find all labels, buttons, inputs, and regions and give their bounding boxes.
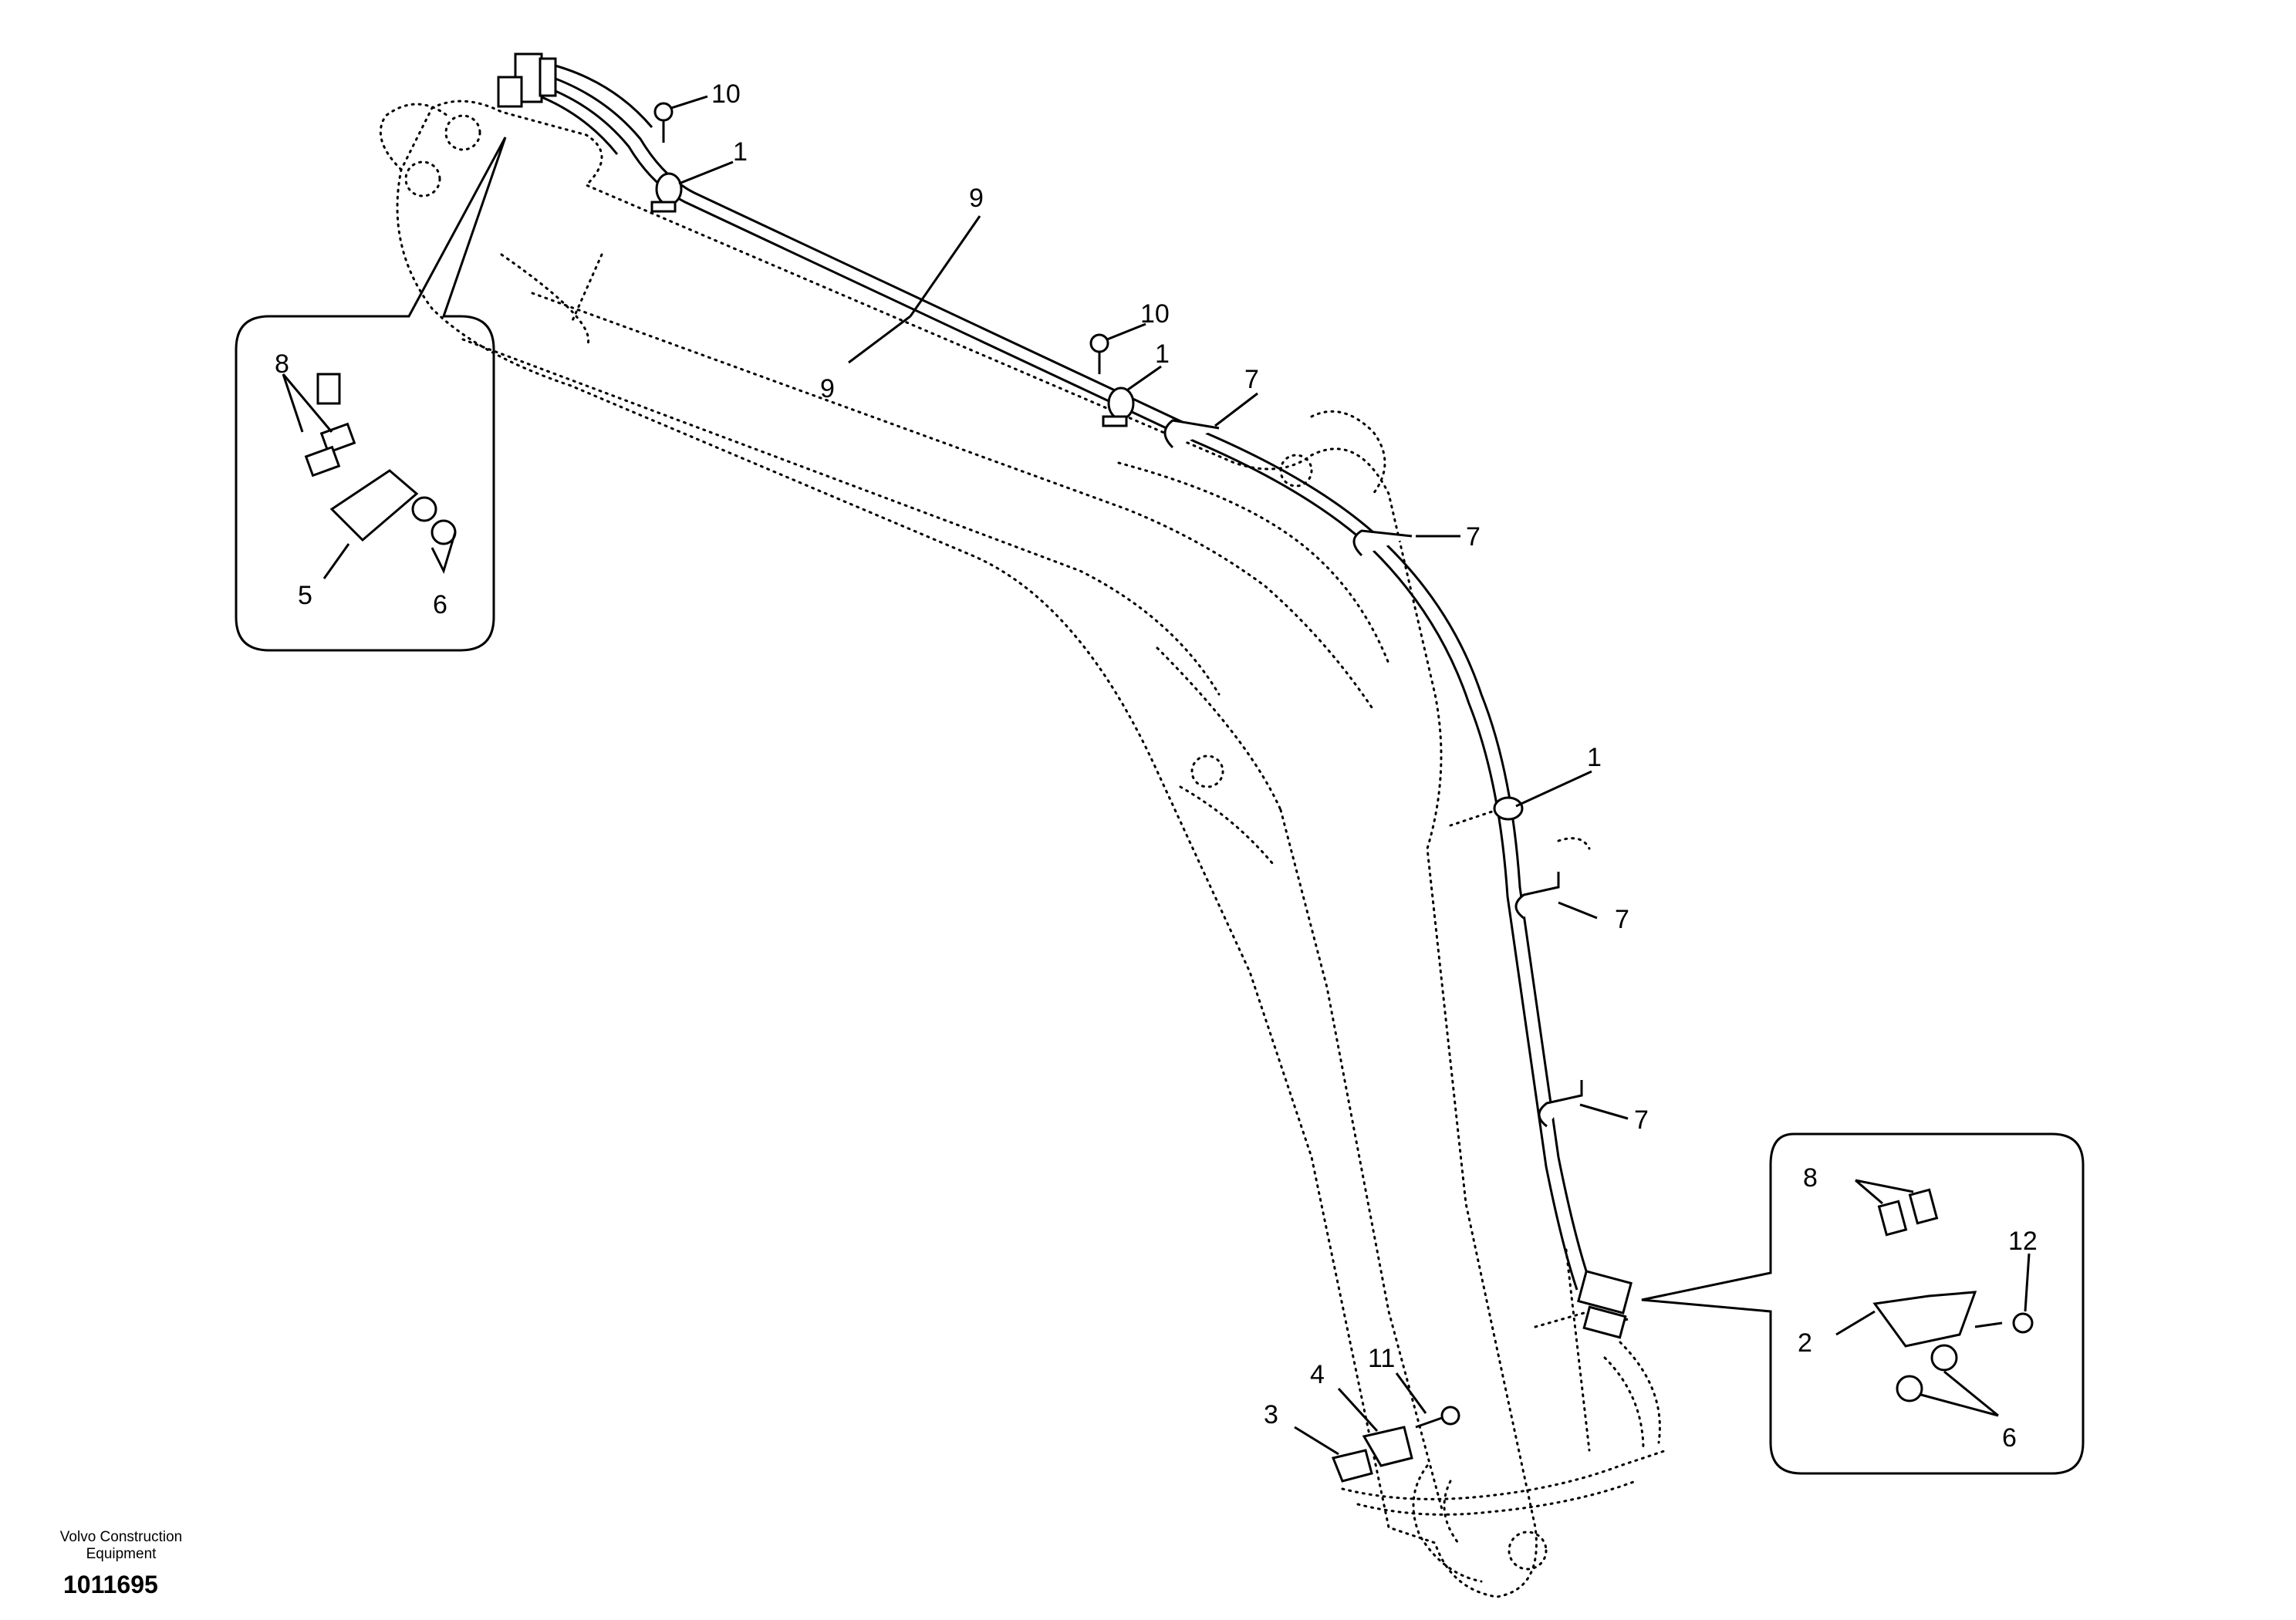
cap-screw-dotted xyxy=(316,373,341,405)
detail-right-callout-12: 12 xyxy=(2008,1227,2038,1256)
hose-clip-7-c xyxy=(1514,872,1560,920)
hose-clamp-1-middle xyxy=(1102,386,1135,427)
detail-right-callout-8: 8 xyxy=(1803,1163,1818,1193)
callout-10-top: 10 xyxy=(711,79,741,109)
callout-7-b: 7 xyxy=(1466,522,1481,552)
callout-11: 11 xyxy=(1368,1344,1395,1373)
drawing-number: 1011695 xyxy=(63,1571,158,1598)
hose-fittings-top xyxy=(497,52,557,108)
callout-labels: 10 1 9 9 10 1 7 7 1 7 7 8 5 6 8 12 2 6 1… xyxy=(275,79,2038,1453)
callout-10-middle: 10 xyxy=(1140,299,1170,329)
bolt-11 xyxy=(1415,1406,1460,1429)
publisher-label: Volvo Construction Equipment xyxy=(59,1529,183,1562)
bolt-10-top xyxy=(653,102,674,143)
boom-outline xyxy=(379,100,1668,1598)
hose-fittings-bottom xyxy=(1577,1270,1633,1339)
hose-clip-7-a xyxy=(1163,419,1220,449)
hydraulic-hose-assembly xyxy=(539,60,1629,1328)
hose-clamp-1-top xyxy=(650,172,683,213)
detail-right-callout-2: 2 xyxy=(1798,1328,1812,1358)
callout-7-a: 7 xyxy=(1244,365,1259,394)
callout-3: 3 xyxy=(1264,1400,1278,1429)
hose-clip-7-b xyxy=(1352,529,1413,557)
bracket-4 xyxy=(1362,1426,1413,1467)
callout-9-lower: 9 xyxy=(820,374,835,403)
detail-left-callout-8: 8 xyxy=(275,349,289,379)
hose-clip-7-d xyxy=(1538,1080,1583,1128)
callout-1-top: 1 xyxy=(733,137,748,167)
callout-7-d: 7 xyxy=(1634,1105,1649,1135)
detail-view-right xyxy=(1641,1132,2085,1475)
callout-4: 4 xyxy=(1310,1360,1325,1389)
detail-right-callout-6: 6 xyxy=(2002,1423,2017,1453)
callout-9-upper: 9 xyxy=(969,184,984,213)
callout-1-lower: 1 xyxy=(1587,743,1602,772)
leader-lines xyxy=(670,95,1629,1456)
detail-view-left xyxy=(235,137,507,652)
callout-7-c: 7 xyxy=(1615,905,1629,934)
bracket-2 xyxy=(1872,1291,1977,1348)
bolt-12 xyxy=(2012,1312,2034,1334)
callout-1-middle: 1 xyxy=(1155,339,1170,369)
bracket-5 xyxy=(329,469,419,542)
detail-left-callout-5: 5 xyxy=(298,581,312,610)
hose-clamp-1-lower xyxy=(1493,796,1524,821)
clamp-3 xyxy=(1331,1449,1373,1483)
detail-left-callout-6: 6 xyxy=(433,590,447,619)
bolt-10-middle xyxy=(1089,333,1109,374)
